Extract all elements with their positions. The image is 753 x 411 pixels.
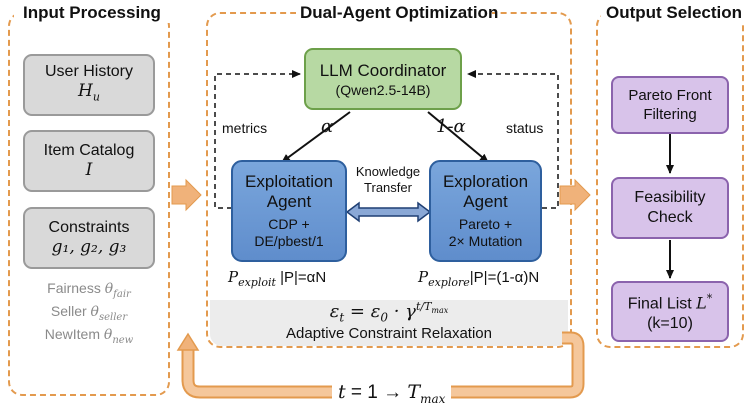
- user-history-label: User History: [44, 63, 133, 81]
- metrics-label: metrics: [222, 120, 268, 136]
- optimization-to-output-arrow: [559, 178, 591, 212]
- exploitation-agent-method: CDP +DE/pbest/1: [254, 216, 324, 249]
- relaxation-label: Adaptive Constraint Relaxation: [286, 325, 492, 342]
- relaxation-formula: εt = ε0 · γt/Tmax: [329, 300, 449, 325]
- status-label: status: [506, 120, 544, 136]
- metrics-feedback: [214, 70, 301, 209]
- llm-coordinator-box: LLM Coordinator (Qwen2.5-14B): [304, 48, 462, 110]
- input-to-optimization-arrow: [171, 178, 202, 212]
- iteration-loop-head: [176, 332, 200, 351]
- objective-seller: Seller θseller: [50, 303, 128, 323]
- constraints-box: Constraints g₁, g₂, g₃: [23, 207, 155, 269]
- explore-population-label: Pexplore|P|=(1-α)N: [418, 268, 540, 289]
- one-minus-alpha-label: 1-α: [436, 116, 466, 137]
- objective-newitem: NewItem θnew: [44, 326, 134, 346]
- exploration-agent-method: Pareto +2× Mutation: [448, 216, 523, 249]
- user-history-box: User History Hu: [23, 54, 155, 116]
- constraints-symbol: g₁, g₂, g₃: [51, 237, 127, 257]
- optimization-panel-title: Dual-Agent Optimization: [296, 3, 498, 23]
- iteration-label: t = 1 → Tmax: [332, 381, 452, 406]
- constraints-label: Constraints: [48, 219, 130, 236]
- alpha-label: α: [321, 116, 334, 137]
- output-panel-title: Output Selection: [601, 3, 747, 23]
- one-minus-alpha-arrow: [427, 111, 489, 163]
- knowledge-transfer-arrow: [345, 201, 432, 223]
- item-catalog-label: Item Catalog: [43, 142, 135, 159]
- input-panel-title: Input Processing: [14, 3, 170, 23]
- alpha-arrow: [281, 111, 351, 163]
- status-feedback: [467, 70, 559, 209]
- final-list-box: Final List L*(k=10): [611, 281, 729, 342]
- objective-fairness: Fairness θfair: [47, 280, 131, 300]
- item-catalog-box: Item Catalog I: [23, 130, 155, 192]
- user-history-symbol: Hu: [78, 81, 100, 104]
- exploit-population-label: Pexploit |P|=αN: [228, 268, 327, 289]
- final-list-label: Final List L*(k=10): [627, 291, 713, 333]
- item-catalog-symbol: I: [85, 160, 93, 180]
- relaxation-band: [210, 300, 568, 346]
- llm-coordinator-title: LLM Coordinator: [319, 60, 447, 80]
- llm-coordinator-model: (Qwen2.5-14B): [335, 81, 431, 98]
